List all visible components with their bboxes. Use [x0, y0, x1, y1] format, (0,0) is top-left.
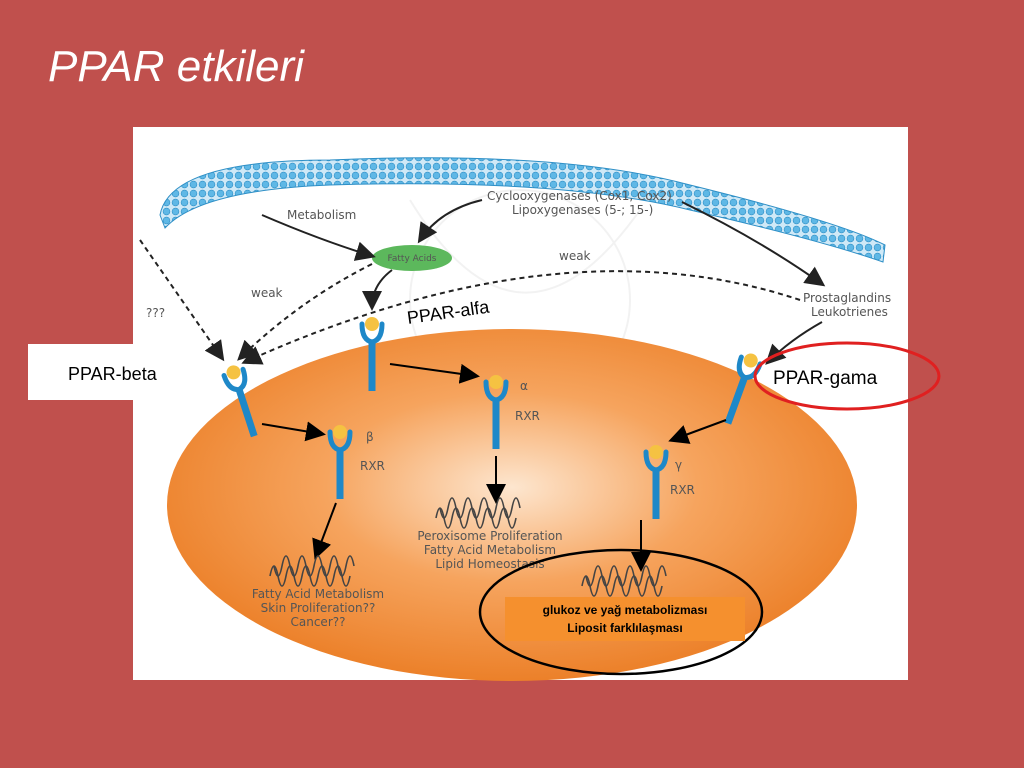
cell-membrane [159, 157, 886, 263]
weak-left-label: weak [251, 286, 283, 300]
beta-outcome-3: Cancer?? [291, 615, 346, 629]
metabolism-label: Metabolism [287, 208, 356, 222]
result-line-1: glukoz ve yağ metabolizması [543, 603, 708, 617]
alpha-outcome-2: Fatty Acid Metabolism [424, 543, 556, 557]
dashed-arrow-unknown [139, 239, 225, 362]
arrow-alpha-to-rxr [389, 363, 480, 384]
arrow-beta-to-dna [312, 502, 337, 560]
ppar-beta-box [28, 344, 190, 400]
gamma-symbol: γ [675, 458, 682, 472]
fatty-acids-label: Fatty Acids [388, 254, 437, 264]
dashed-arrow-fa-weak [237, 263, 373, 361]
fatty-acids-oval [372, 245, 452, 271]
alpha-outcome-3: Lipid Homeostasis [435, 557, 544, 571]
lipoxygenases-label: Lipoxygenases (5-; 15-) [512, 203, 653, 217]
cyclooxygenases-label: Cyclooxygenases (Cox1, Cox2) [487, 189, 672, 203]
ppar-gama-highlight-circle [753, 341, 941, 411]
leukotrienes-label: Leukotrienes [811, 305, 888, 319]
slide-title: PPAR etkileri [48, 42, 304, 91]
arrow-fa-to-alpha [362, 269, 393, 311]
alpha-rxr-label: RXR [515, 409, 540, 423]
beta-outcome-2: Skin Proliferation?? [261, 601, 376, 615]
weak-right-label: weak [559, 249, 591, 263]
arrow-gamma-to-rxr [668, 419, 727, 444]
result-highlight-oval [478, 548, 764, 676]
prostaglandins-label: Prostaglandins [803, 291, 891, 305]
result-line-2: Liposit farklılaşması [567, 621, 682, 635]
alpha-symbol: α [520, 379, 528, 393]
arrow-metabolism-to-fa [261, 214, 376, 261]
unknown-label: ??? [146, 306, 165, 320]
arrow-cox-to-fa [417, 199, 483, 244]
arrow-cox-to-prostaglandins [681, 201, 826, 287]
arrow-beta-to-rxr [261, 421, 326, 442]
alpha-outcome-1: Peroxisome Proliferation [417, 529, 562, 543]
ppar-gama-label: PPAR-gama [773, 368, 878, 389]
beta-rxr-label: RXR [360, 459, 385, 473]
beta-symbol: β [366, 430, 374, 444]
gamma-rxr-label: RXR [670, 483, 695, 497]
ppar-beta-label: PPAR-beta [68, 364, 158, 384]
result-box [505, 597, 745, 641]
dashed-arrow-prostaglandins-weak [241, 270, 801, 365]
beta-outcome-1: Fatty Acid Metabolism [252, 587, 384, 601]
